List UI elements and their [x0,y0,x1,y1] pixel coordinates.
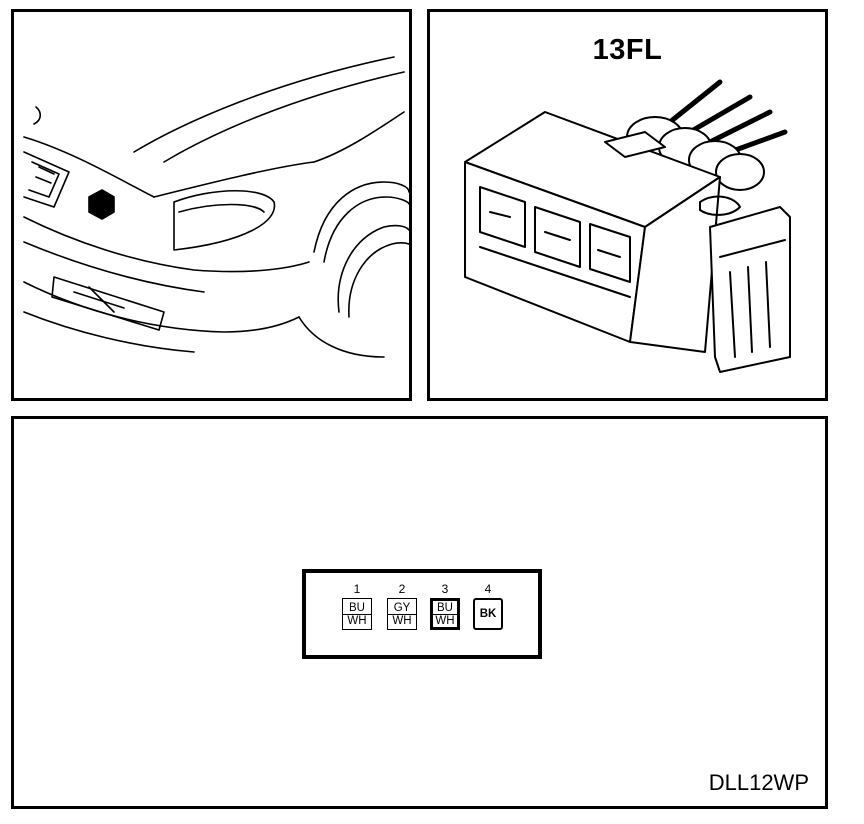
wire-color-box: BU WH [430,598,460,630]
connector-face: 1 BU WH 2 GY WH 3 BU WH 4 BK [302,569,542,659]
pin-number: 3 [441,582,449,596]
wire-color-top: BU [437,601,453,614]
wire-color-top: BU [349,601,365,614]
diagram-code: DLL12WP [708,770,809,795]
connector-title: 13FL [592,34,663,66]
wire-color-box: GY WH [387,598,417,630]
pin-1: 1 BU WH [340,583,374,630]
connector-drawing [464,79,791,373]
wire-color-bottom: WH [388,613,416,627]
vehicle-location-panel [11,9,412,401]
connector-illustration-panel: 13FL [427,9,828,401]
wire-color-box: BU WH [342,598,372,630]
wire-color-bottom: WH [343,613,371,627]
vehicle-front-illustration [23,56,409,358]
pin-number: 4 [484,582,492,596]
connector-pinout-panel: 1 BU WH 2 GY WH 3 BU WH 4 BK D [11,416,828,809]
pin-number: 2 [398,582,406,596]
wire-color-top: BK [479,608,497,620]
pin-2: 2 GY WH [385,583,419,630]
wire-color-box: BK [473,598,503,630]
pin-number: 1 [353,582,361,596]
wire-color-bottom: WH [433,613,457,627]
wire-color-top: GY [393,601,411,614]
pin-4: 4 BK [471,583,505,630]
pin-3: 3 BU WH [428,583,462,630]
